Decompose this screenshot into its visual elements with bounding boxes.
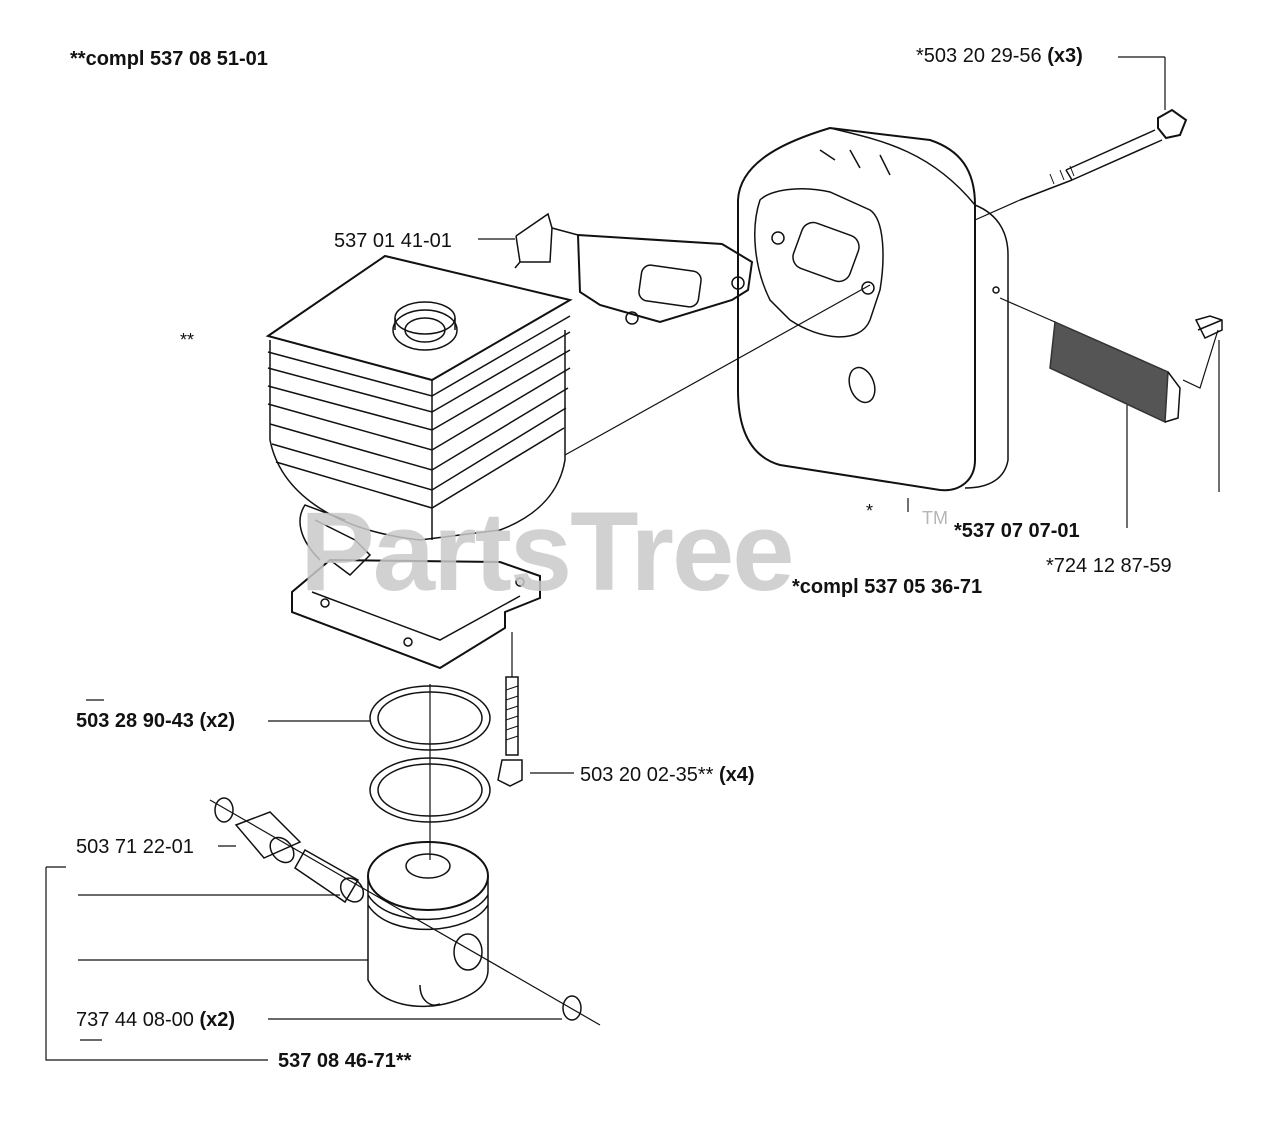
label-503-28-90-43[interactable]: 503 28 90-43 (x2) bbox=[76, 710, 235, 732]
label-724-12-87-59[interactable]: *724 12 87-59 bbox=[1046, 555, 1172, 577]
muffler bbox=[737, 126, 1009, 492]
spark-arrestor-screen bbox=[1049, 320, 1181, 424]
single-star-marker: * bbox=[866, 501, 874, 521]
partstree-watermark: PartsTree bbox=[300, 489, 795, 614]
trademark-symbol: TM bbox=[922, 508, 948, 528]
axis-lines bbox=[209, 199, 1219, 1026]
needle-bearing bbox=[234, 811, 302, 864]
double-star-marker: ** bbox=[180, 330, 195, 350]
cylinder-screw bbox=[497, 676, 523, 787]
leader-lines bbox=[45, 56, 1220, 1061]
long-bolt bbox=[1019, 108, 1188, 201]
label-537-01-41-01[interactable]: 537 01 41-01 bbox=[334, 230, 452, 252]
label-compl-537-05-36-71[interactable]: *compl 537 05 36-71 bbox=[792, 576, 983, 598]
label-503-20-29-56[interactable]: *503 20 29-56 (x3) bbox=[916, 45, 1083, 67]
quantity: (x4) bbox=[719, 764, 755, 786]
label-537-07-07-01[interactable]: *537 07 07-01 bbox=[954, 520, 1080, 542]
label-503-20-02-35[interactable]: 503 20 02-35** (x4) bbox=[580, 764, 755, 786]
quantity: (x2) bbox=[199, 1009, 236, 1031]
part-number: *503 20 29-56 bbox=[916, 45, 1042, 67]
part-number: 737 44 08-00 bbox=[76, 1009, 194, 1031]
part-number: 503 28 90-43 bbox=[76, 710, 194, 732]
circlip-left bbox=[214, 797, 234, 823]
label-537-08-46-71[interactable]: 537 08 46-71** bbox=[278, 1050, 412, 1072]
cylinder bbox=[265, 254, 573, 670]
part-number: 503 20 02-35** bbox=[580, 764, 714, 786]
gasket bbox=[514, 212, 754, 325]
piston bbox=[367, 841, 489, 1008]
quantity: (x3) bbox=[1047, 45, 1083, 67]
circlip-right bbox=[562, 995, 582, 1021]
small-screw bbox=[1194, 315, 1223, 339]
quantity: (x2) bbox=[199, 710, 236, 732]
label-737-44-08-00[interactable]: 737 44 08-00 (x2) bbox=[76, 1009, 235, 1031]
label-503-71-22-01[interactable]: 503 71 22-01 bbox=[76, 836, 194, 858]
label-compl-537-08-51-01[interactable]: **compl 537 08 51-01 bbox=[70, 48, 268, 70]
piston-pin bbox=[294, 848, 365, 904]
